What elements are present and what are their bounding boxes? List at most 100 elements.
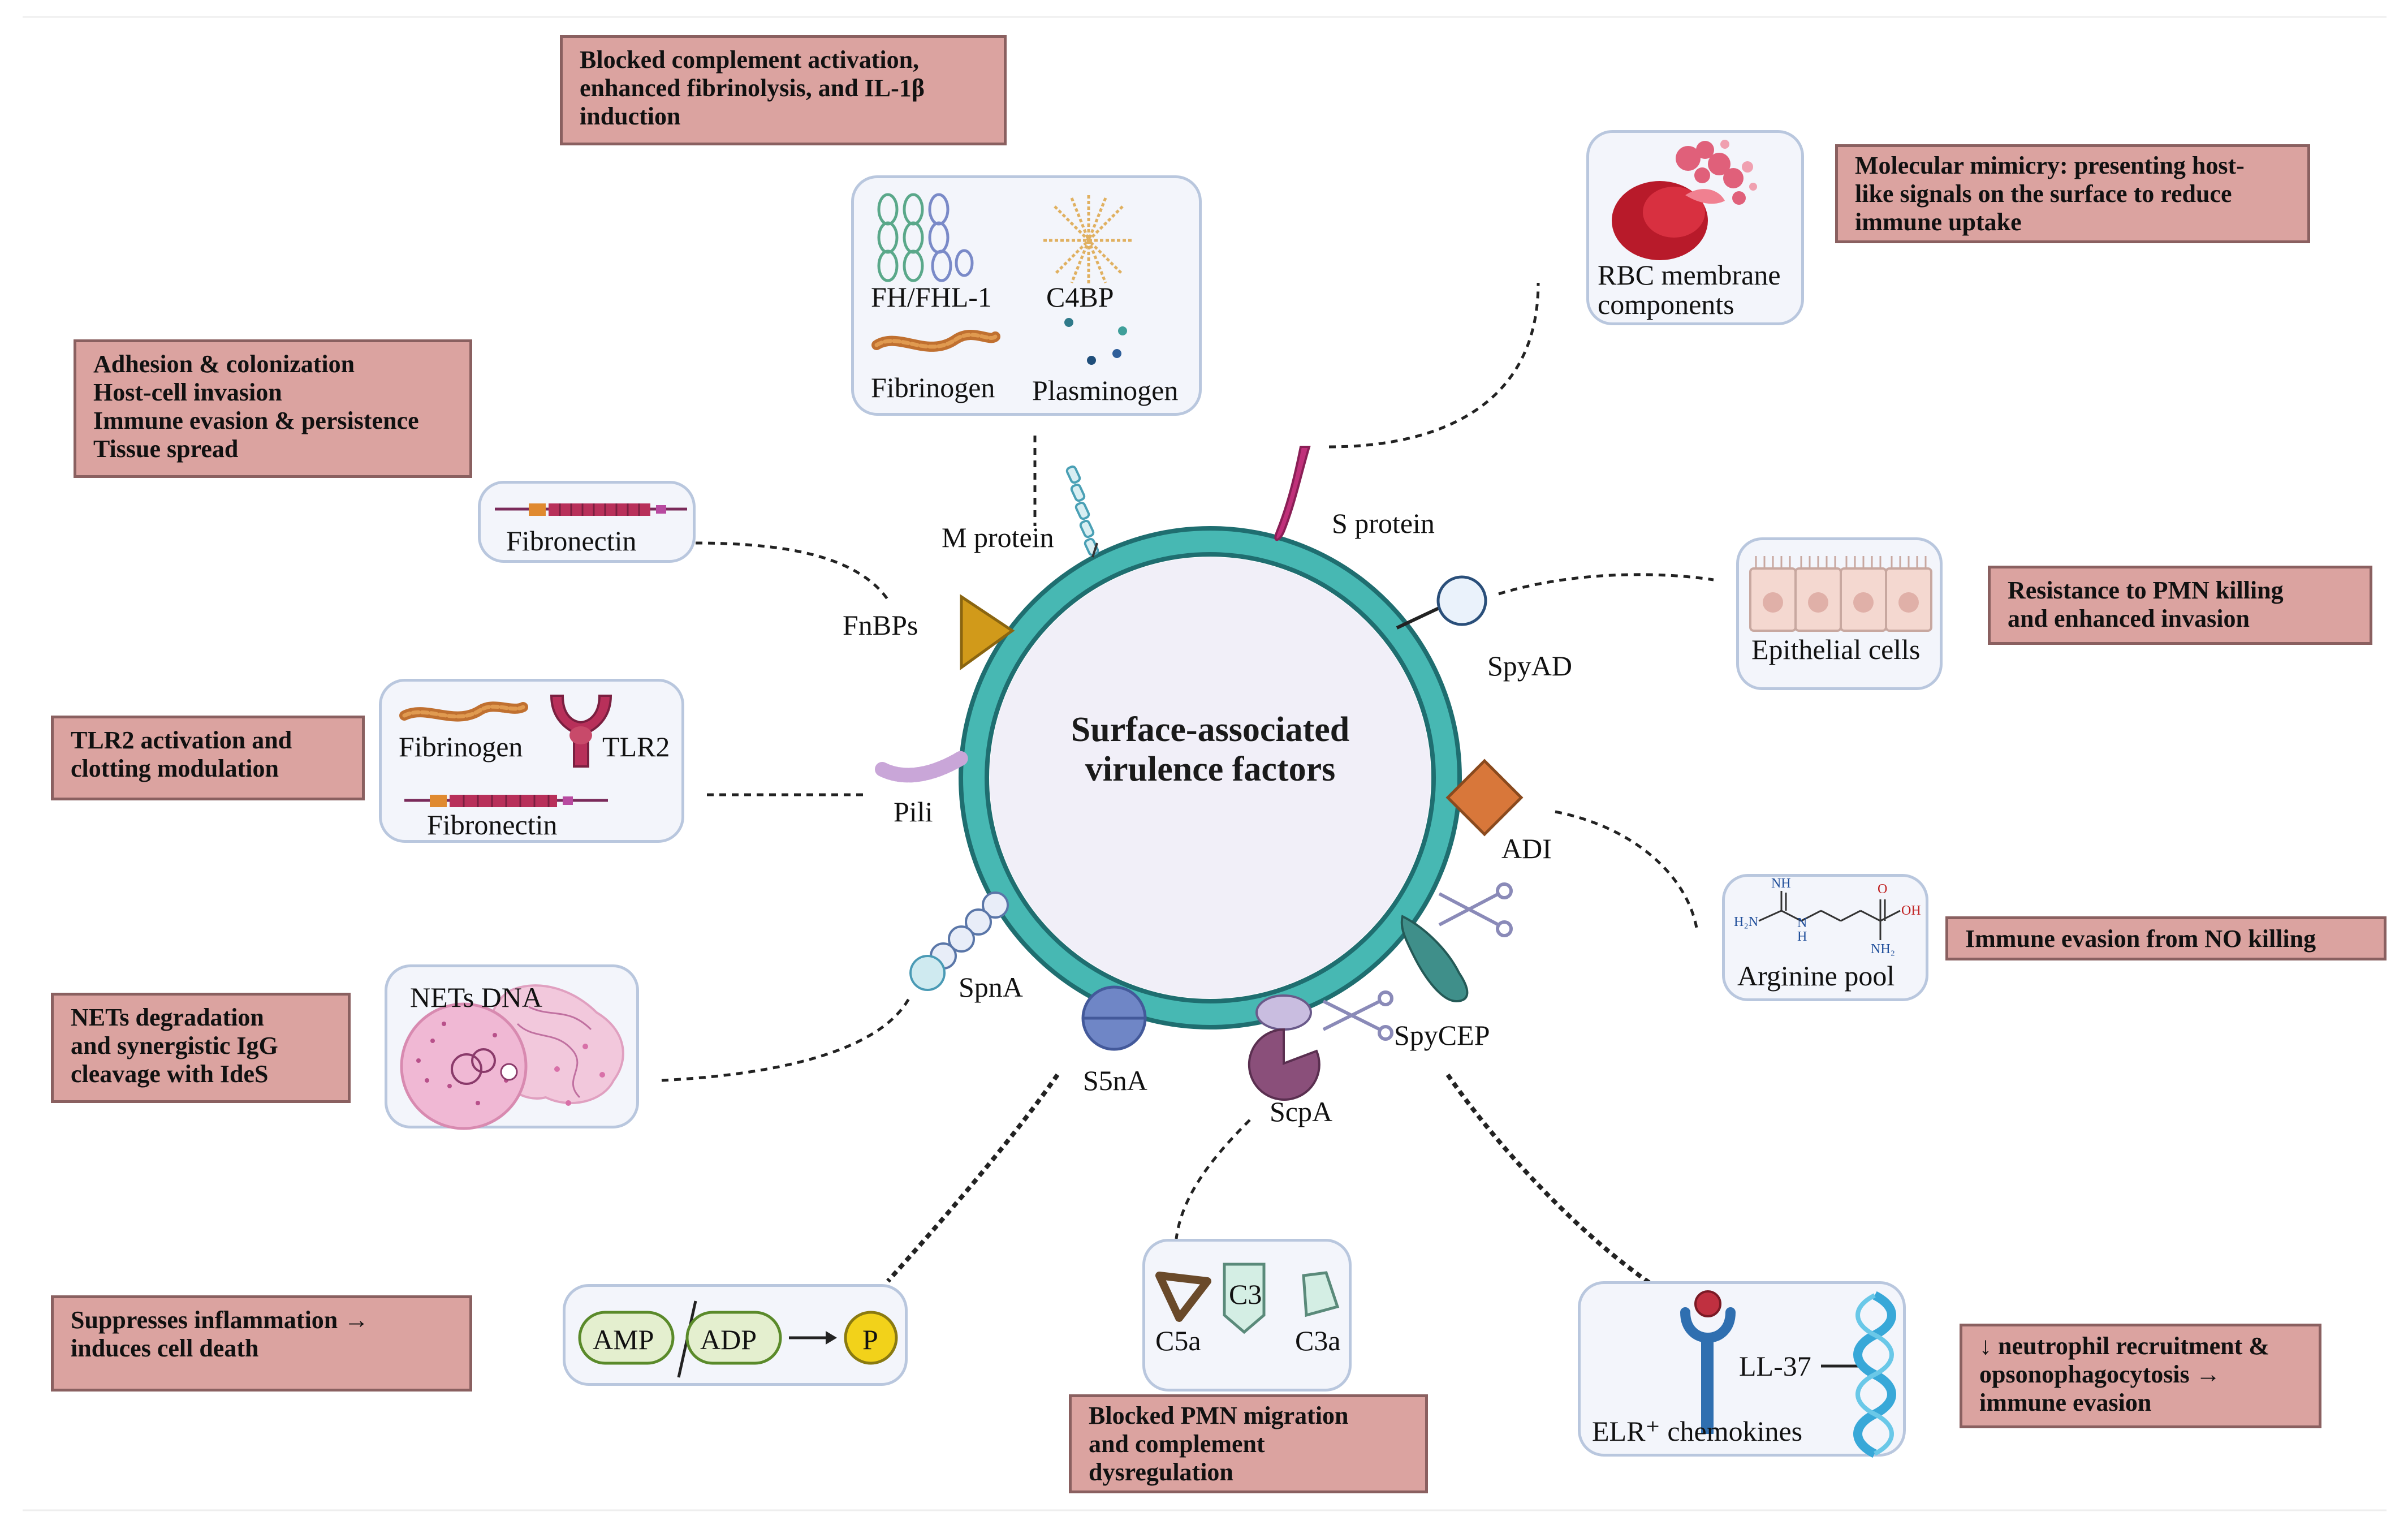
effect-nets-line-3: cleavage with IdeS — [71, 1060, 269, 1088]
effect-complement-line-2: enhanced fibrinolysis, and IL-1β — [580, 74, 925, 102]
scpa-icon — [1248, 990, 1393, 1101]
effect-pmn-killing-line-1: Resistance to PMN killing — [2008, 576, 2284, 604]
label-m-protein: M protein — [942, 522, 1054, 553]
label-tlr2: TLR2 — [602, 731, 670, 762]
label-h: H — [1797, 929, 1807, 944]
effect-mimicry-line-3: immune uptake — [1855, 208, 2022, 236]
connector-adi — [1555, 810, 1698, 928]
label-spna: SpnA — [959, 971, 1023, 1003]
adi-icon — [1445, 759, 1524, 837]
label-nets-dna: NETs DNA — [410, 981, 542, 1013]
card-complement-fragments: C5a C3 C3a — [1142, 1239, 1352, 1392]
label-p: P — [862, 1324, 878, 1355]
nets-dna-icon — [400, 984, 624, 1130]
effect-tlr2-line-2: clotting modulation — [71, 755, 279, 782]
label-c5a: C5a — [1155, 1325, 1201, 1356]
fnbps-icon — [960, 594, 1015, 670]
epithelial-cells-icon — [1749, 556, 1932, 632]
label-fibronectin-pili: Fibronectin — [427, 809, 558, 841]
label-fibrinogen-pili: Fibrinogen — [399, 731, 523, 762]
complement-proteins-icons — [871, 193, 1134, 365]
spycep-icon — [1400, 882, 1513, 1003]
label-fnbps: FnBPs — [843, 609, 918, 641]
complement-fragment-icons — [1155, 1263, 1340, 1334]
effect-tlr2-activation: TLR2 activation and clotting modulation — [51, 716, 365, 800]
pili-icon — [875, 751, 969, 783]
effect-pmn-migration-line-2: and complement — [1089, 1430, 1265, 1458]
label-epithelial-cells: Epithelial cells — [1751, 634, 1921, 665]
label-nh: NH — [1771, 876, 1791, 891]
card-fibronectin: Fibronectin — [478, 481, 696, 563]
nucleotide-icons — [578, 1300, 898, 1378]
effect-nets-line-2: and synergistic IgG — [71, 1032, 278, 1059]
card-arginine-pool: NH H₂N N H O OH NH₂ Arginine pool — [1722, 874, 1928, 1001]
bacterium-cell — [959, 526, 1462, 1029]
card-chemokines: LL-37 ELR⁺ chemokines — [1578, 1281, 1906, 1458]
connector-spyad — [1498, 573, 1714, 596]
label-rbc-membrane: RBC membrane components — [1598, 260, 1781, 319]
effect-neutrophil-line-1: ↓ neutrophil recruitment & — [1979, 1332, 2269, 1360]
card-rbc-membrane: RBC membrane components — [1586, 130, 1804, 325]
center-title-line-2: virulence factors — [1085, 750, 1336, 789]
effect-nets-degradation: NETs degradation and synergistic IgG cle… — [51, 993, 351, 1103]
label-ll37: LL-37 — [1739, 1350, 1811, 1382]
label-s-protein: S protein — [1332, 507, 1435, 539]
effect-suppresses-inflammation: Suppresses inflammation → induces cell d… — [51, 1295, 472, 1392]
spyad-icon — [1396, 575, 1487, 630]
label-nh2: NH₂ — [1871, 942, 1896, 957]
effect-complement-line-3: induction — [580, 102, 681, 130]
s5na-icon — [1081, 985, 1147, 1051]
m-protein-icon — [1065, 465, 1099, 558]
connector-scpa — [1175, 1119, 1251, 1239]
connector-fnbps — [695, 541, 890, 601]
label-n: N — [1797, 916, 1807, 930]
card-m-protein-targets: FH/FHL-1 C4BP Fibrinogen Plasminogen — [851, 175, 1202, 416]
s-protein-icon — [1274, 446, 1311, 541]
center-title-line-1: Surface-associated — [1071, 710, 1350, 749]
label-rbc-line-1: RBC membrane — [1598, 259, 1781, 291]
label-scpa: ScpA — [1270, 1096, 1333, 1127]
effect-neutrophil-line-3: immune evasion — [1979, 1389, 2152, 1416]
arginine-structure-icon — [1758, 891, 1901, 940]
connector-spycep — [1445, 1073, 1653, 1286]
connector-spna — [661, 994, 912, 1082]
label-spycep: SpyCEP — [1394, 1019, 1490, 1051]
spna-icon — [909, 891, 1009, 991]
card-nets-dna: NETs DNA — [385, 964, 639, 1130]
effect-pmn-killing: Resistance to PMN killing and enhanced i… — [1988, 566, 2372, 645]
effect-adhesion-line-2: Host-cell invasion — [93, 378, 282, 406]
label-c3a: C3a — [1295, 1325, 1341, 1356]
label-adi: ADI — [1501, 833, 1552, 864]
effect-suppress-line-1: Suppresses inflammation → — [71, 1306, 369, 1334]
effect-adhesion: Adhesion & colonization Host-cell invasi… — [74, 339, 472, 478]
label-pili: Pili — [894, 796, 933, 828]
effect-no-killing-line-1: Immune evasion from NO killing — [1965, 925, 2316, 953]
connector-s-protein — [1328, 282, 1540, 449]
effect-pmn-migration-line-3: dysregulation — [1089, 1458, 1233, 1486]
label-spyad: SpyAD — [1487, 650, 1573, 682]
effect-adhesion-line-4: Tissue spread — [93, 435, 239, 463]
effect-no-killing: Immune evasion from NO killing — [1945, 916, 2387, 960]
connector-s5na — [886, 1073, 1060, 1283]
label-elr-chemokines: ELR⁺ chemokines — [1592, 1415, 1803, 1447]
label-c4bp: C4BP — [1046, 281, 1114, 313]
effect-nets-line-1: NETs degradation — [71, 1003, 264, 1031]
chemokine-icons — [1680, 1290, 1896, 1458]
effect-molecular-mimicry: Molecular mimicry: presenting host- like… — [1835, 144, 2310, 243]
effect-pmn-killing-line-2: and enhanced invasion — [2008, 605, 2250, 632]
rbc-membrane-icon — [1612, 140, 1757, 260]
label-s5na: S5nA — [1083, 1065, 1147, 1096]
pili-target-icons — [399, 695, 612, 807]
card-pili-targets: Fibrinogen TLR2 Fibronectin — [379, 679, 684, 843]
label-adp: ADP — [700, 1324, 757, 1355]
connector-lines — [661, 282, 1714, 1286]
effect-suppress-line-2: induces cell death — [71, 1334, 259, 1362]
label-fibronectin-fnbps: Fibronectin — [506, 525, 637, 557]
effect-mimicry-line-2: like signals on the surface to reduce — [1855, 180, 2232, 208]
effect-pmn-migration-line-1: Blocked PMN migration — [1089, 1402, 1349, 1429]
label-arginine-pool: Arginine pool — [1737, 960, 1895, 992]
card-nucleotides: AMP ADP P — [563, 1284, 908, 1386]
label-h2n: H₂N — [1734, 915, 1759, 929]
label-amp: AMP — [593, 1324, 654, 1355]
